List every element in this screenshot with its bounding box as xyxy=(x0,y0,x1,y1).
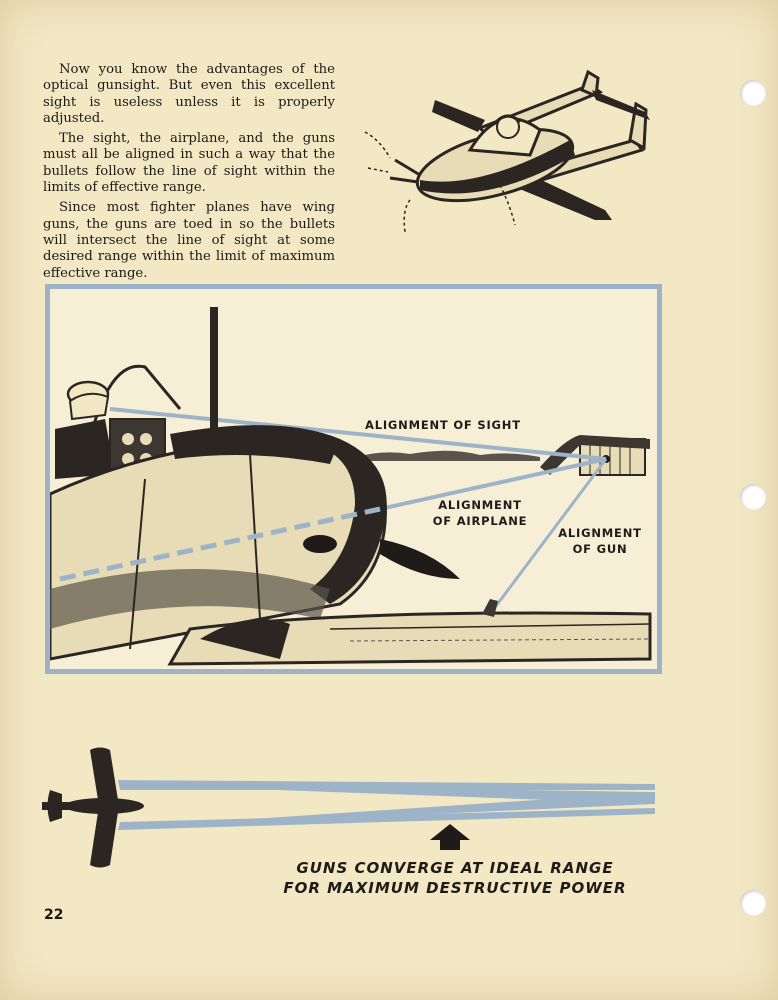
paragraph-2: The sight, the airplane, and the guns mu… xyxy=(43,131,335,196)
label-alignment-of-airplane: ALIGNMENT OF AIRPLANE xyxy=(430,497,530,529)
body-text: Now you know the advantages of the optic… xyxy=(43,62,335,286)
twin-boom-airplane-illustration xyxy=(364,69,650,233)
alignment-diagram-frame: ALIGNMENT OF SIGHT ALIGNMENT OF AIRPLANE… xyxy=(45,284,662,674)
binder-hole-bottom xyxy=(740,890,766,916)
arrow-up-icon xyxy=(430,824,470,850)
label-airplane-line-1: ALIGNMENT xyxy=(438,498,522,512)
binder-hole-middle xyxy=(740,484,766,510)
paragraph-3: Since most fighter planes have wing guns… xyxy=(43,200,335,281)
label-gun-line-1: ALIGNMENT xyxy=(558,526,642,540)
caption-line-2: FOR MAXIMUM DESTRUCTIVE POWER xyxy=(283,879,627,897)
paragraph-1: Now you know the advantages of the optic… xyxy=(43,62,335,126)
label-alignment-of-gun: ALIGNMENT OF GUN xyxy=(555,525,645,557)
page-number: 22 xyxy=(44,907,64,923)
label-airplane-line-2: OF AIRPLANE xyxy=(432,514,528,528)
label-alignment-of-sight: ALIGNMENT OF SIGHT xyxy=(365,418,521,432)
label-gun-line-2: OF GUN xyxy=(572,542,628,556)
gun-convergence-diagram xyxy=(42,747,655,868)
caption-line-1: GUNS CONVERGE AT IDEAL RANGE xyxy=(296,859,614,877)
alignment-diagram-illustration xyxy=(50,307,652,666)
fighter-plane-silhouette-icon xyxy=(42,747,144,868)
binder-hole-top xyxy=(740,80,766,106)
convergence-caption: GUNS CONVERGE AT IDEAL RANGE FOR MAXIMUM… xyxy=(275,858,635,898)
